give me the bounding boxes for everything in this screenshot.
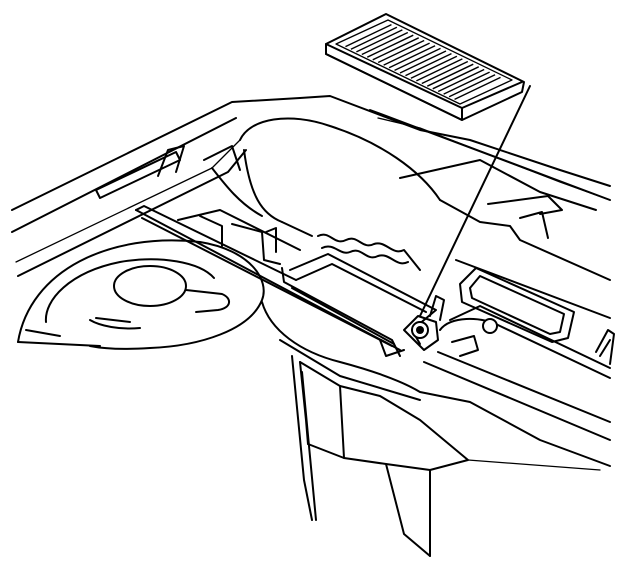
filter-pleat	[454, 76, 501, 100]
filter-pleat	[399, 50, 447, 74]
filter-pleat	[437, 68, 485, 93]
filter-pleat	[443, 71, 490, 95]
filter-pleats	[345, 24, 501, 100]
filter-pleat	[377, 39, 425, 64]
filter-pleat	[394, 47, 441, 71]
filter-retainer-screw	[403, 295, 445, 351]
filter-pleat	[416, 58, 463, 82]
filter-pleat	[372, 37, 420, 61]
filter-pleat	[366, 34, 414, 58]
filter-pleat	[345, 24, 392, 48]
filter-pleat	[432, 66, 480, 90]
filter-pleat	[356, 29, 403, 53]
cabin-air-filter	[325, 13, 525, 121]
filter-pleat	[448, 74, 496, 98]
floor-pan-dish	[17, 239, 265, 350]
filter-pleat	[410, 55, 458, 79]
filter-pleat	[426, 63, 474, 87]
leader-line	[419, 85, 531, 317]
drain-hole	[113, 265, 187, 307]
filter-pleat	[421, 60, 469, 85]
right-cowl-panel	[299, 95, 615, 441]
filter-pleat	[350, 26, 398, 50]
filter-pleat	[361, 31, 409, 56]
filter-housing	[135, 205, 437, 357]
filter-pleat	[388, 45, 436, 69]
left-cowl-panel	[11, 97, 301, 277]
filter-pleat	[383, 42, 430, 66]
support-rods	[291, 355, 317, 521]
filter-pleat	[405, 53, 452, 77]
